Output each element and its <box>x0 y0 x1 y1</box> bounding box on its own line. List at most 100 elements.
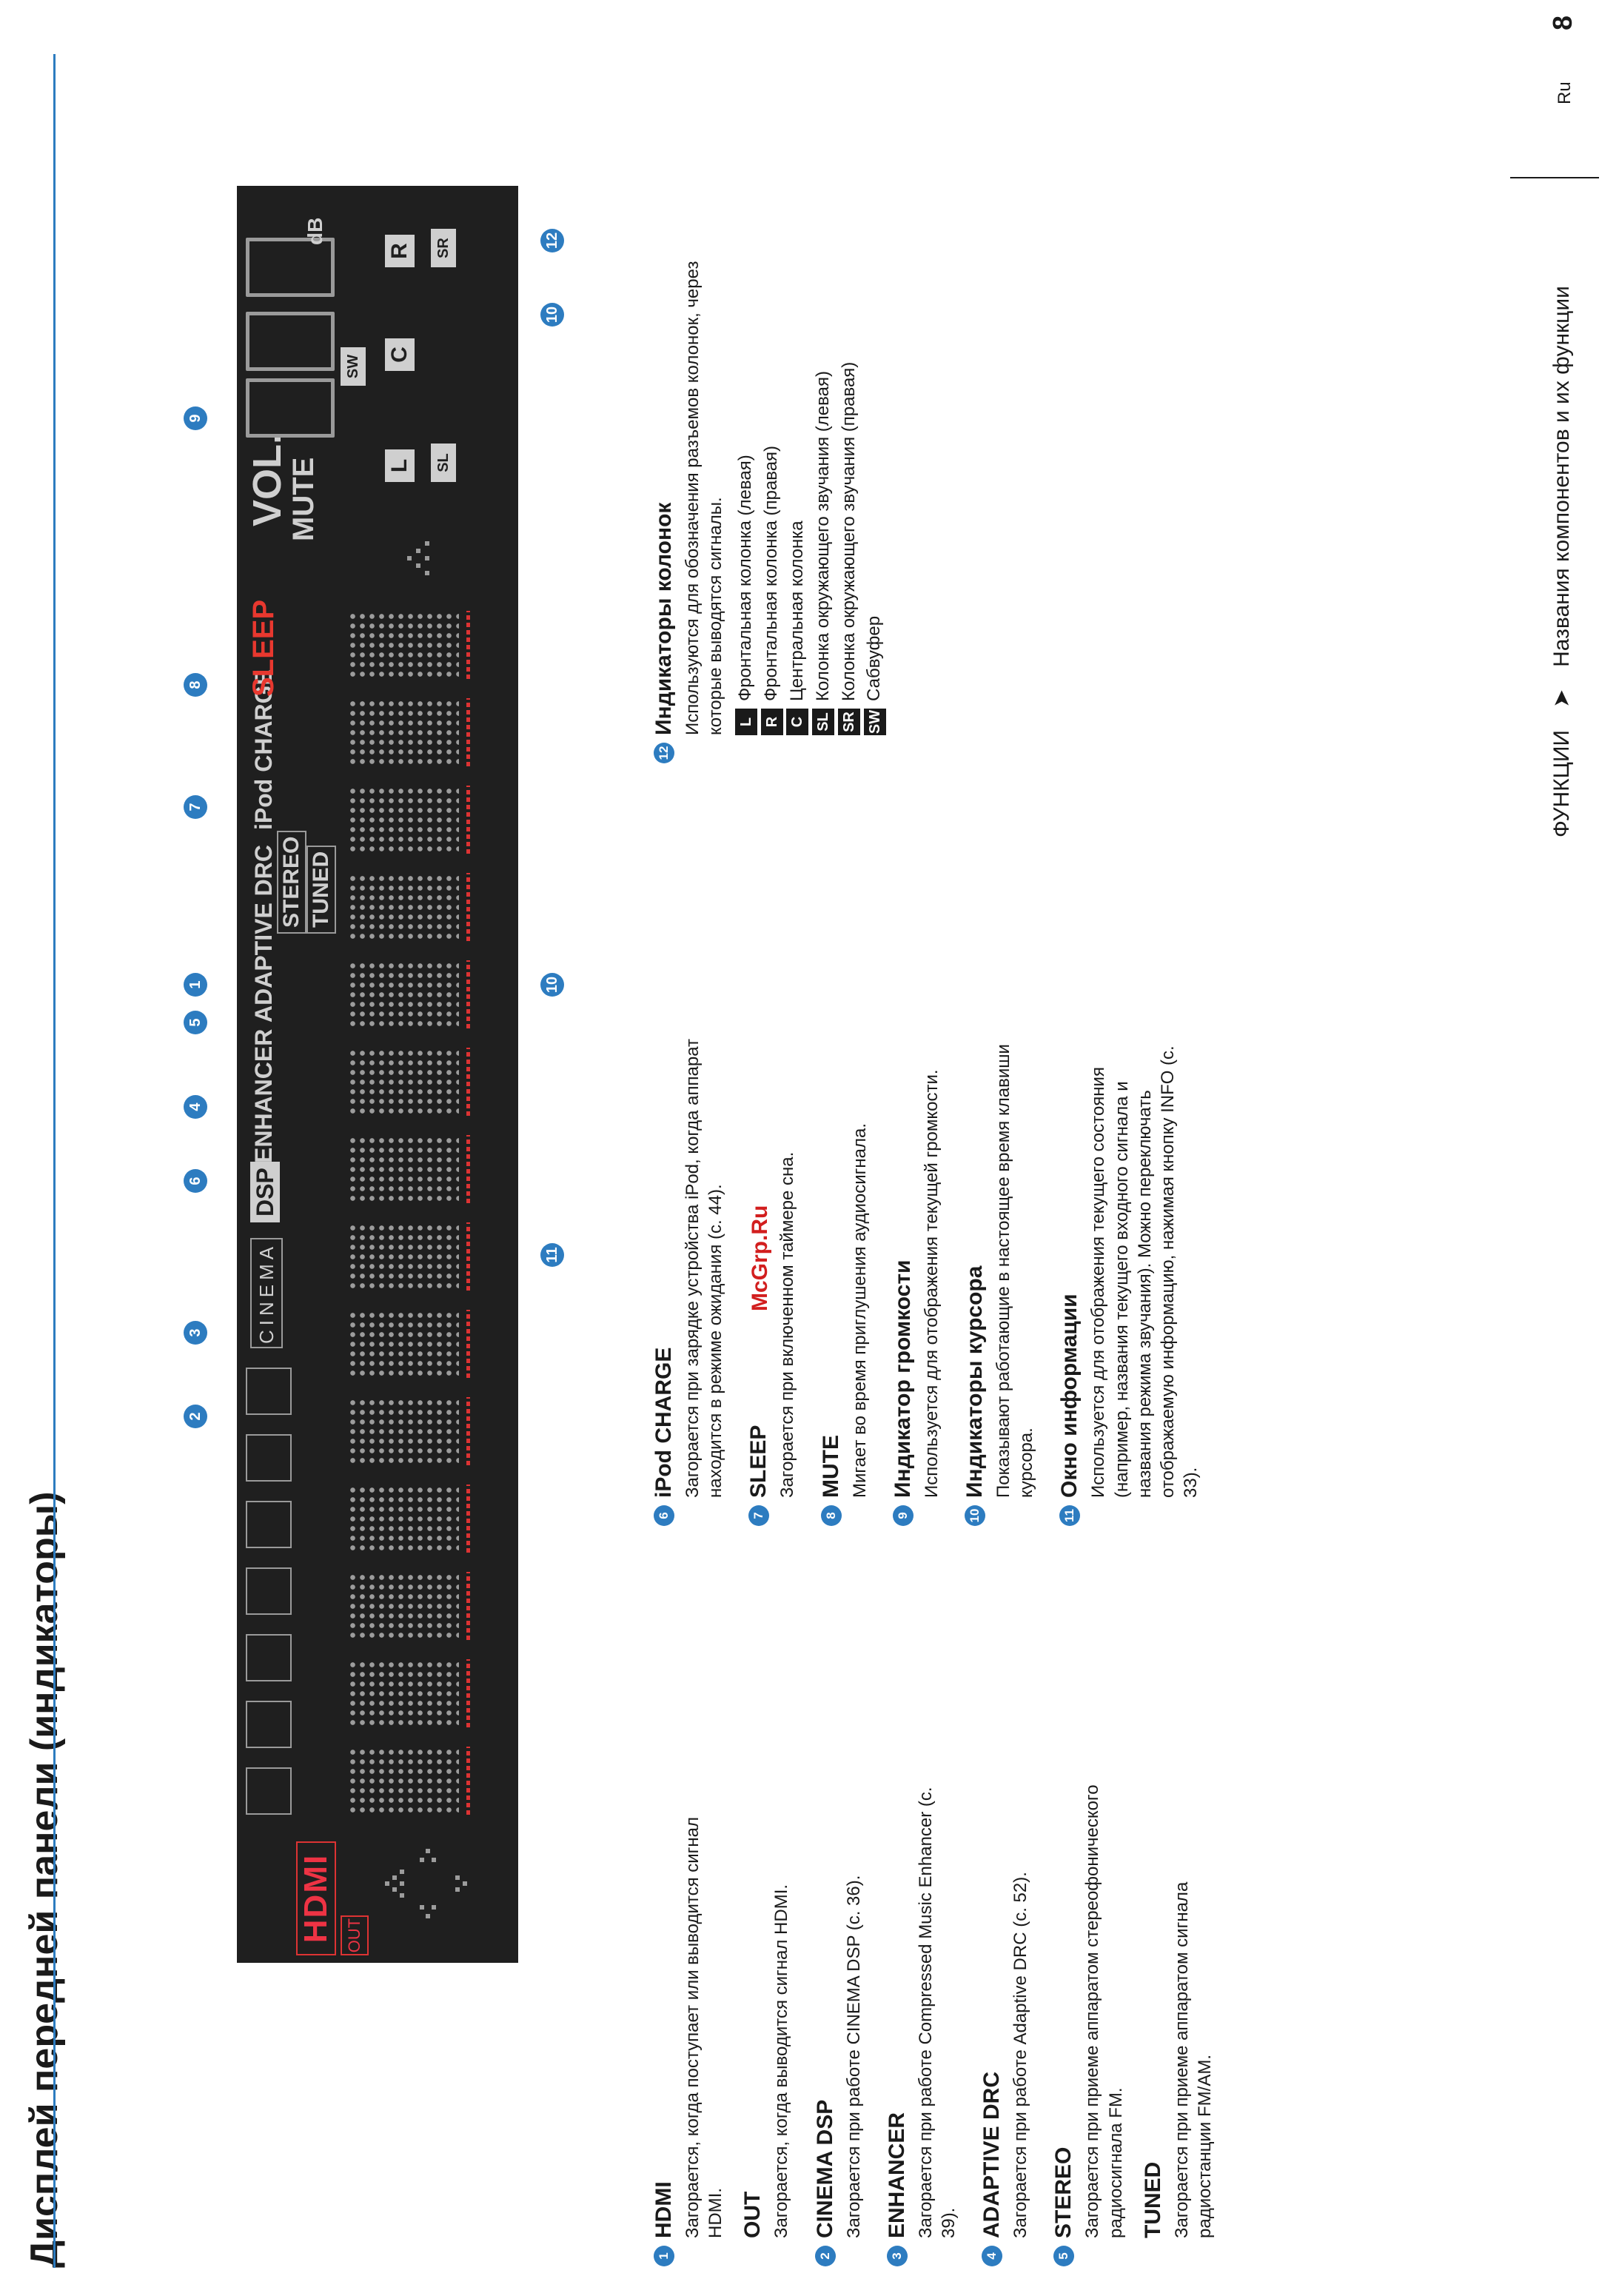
hdmi-indicator: HDMI <box>296 1841 336 1955</box>
footer-divider <box>1510 177 1599 178</box>
item-subtitle: TUNED <box>1140 2161 1165 2238</box>
callout-5: 5 <box>184 1011 207 1034</box>
volume-digit <box>246 238 335 297</box>
dsp-indicator: DSP <box>250 1162 280 1222</box>
speaker-label: Фронтальная колонка (правая) <box>761 445 782 701</box>
callout-7: 7 <box>184 795 207 819</box>
item-title: CINEMA DSP <box>812 2099 837 2238</box>
cursor-indicators-left <box>385 1844 474 1918</box>
callout-10: 10 <box>540 303 564 327</box>
out-indicator: OUT <box>341 1915 369 1955</box>
item-enhancer: 3 ENHANCER Загорается при работе Compress… <box>885 1763 960 2266</box>
item-number: 6 <box>654 1505 674 1526</box>
mute-indicator: MUTE <box>287 457 320 541</box>
item-speakers: 12 Индикаторы колонок Используются для об… <box>651 260 888 763</box>
callout-2: 2 <box>184 1405 207 1428</box>
item-text: Загорается, когда поступает или выводитс… <box>683 1816 726 2238</box>
callout-10: 10 <box>540 973 564 997</box>
sleep-indicator: SLEEP <box>247 599 280 697</box>
speaker-tag: SL <box>812 709 835 735</box>
callout-8: 8 <box>184 673 207 697</box>
callout-4: 4 <box>184 1095 207 1119</box>
page-number: 8 <box>1547 15 1578 30</box>
speaker-label: Центральная колонка <box>786 521 807 701</box>
item-text: Загорается при работе Adaptive DRC (с. 5… <box>1010 1872 1031 2238</box>
volume-digit <box>246 378 335 438</box>
item-number: 12 <box>654 743 674 763</box>
callout-12: 12 <box>540 229 564 252</box>
item-text: Показывают работающие в настоящее время … <box>993 1044 1037 1498</box>
callout-1: 1 <box>184 973 207 997</box>
vol-indicator: VOL. <box>245 432 289 526</box>
column-2: 6 iPod CHARGE Загорается при зарядке устр… <box>651 1023 1221 1526</box>
language-code: Ru <box>1555 81 1575 104</box>
speaker-sr-indicator: SR <box>431 229 456 267</box>
item-title: Индикатор громкости <box>890 1259 915 1498</box>
item-number: 2 <box>814 2246 836 2266</box>
stereo-indicator: STEREO <box>277 830 306 934</box>
speaker-label: Колонка окружающего звучания (правая) <box>838 361 859 701</box>
adaptive-drc-indicator: ADAPTIVE DRC <box>250 844 277 1023</box>
item-title: ENHANCER <box>884 2112 909 2238</box>
item-text: Используется для отображения текущей гро… <box>921 1069 942 1498</box>
item-subtitle: OUT <box>740 2191 765 2238</box>
speaker-c-indicator: C <box>385 338 415 371</box>
enhancer-indicator: ENHANCER <box>250 1028 277 1163</box>
callout-11: 11 <box>540 1243 564 1267</box>
item-text: Загорается при работе CINEMA DSP (с. 36)… <box>843 1875 864 2238</box>
speaker-list-item: SL Колонка окружающего звучания (левая) <box>811 260 837 735</box>
item-text: Мигает во время приглушения аудиосигнала… <box>849 1122 870 1498</box>
item-subtext: Загорается при приеме аппаратом сигнала … <box>1171 1881 1215 2238</box>
callout-6: 6 <box>184 1169 207 1193</box>
page-title: Дисплей передней панели (индикаторы) <box>23 1491 66 2268</box>
item-text: Используются для обозначения разъемов ко… <box>683 261 726 735</box>
cursor-indicators-right <box>407 534 466 578</box>
item-adaptive-drc: 4 ADAPTIVE DRC Загорается при работе Adap… <box>979 1763 1032 2266</box>
column-3: 12 Индикаторы колонок Используются для об… <box>651 260 907 763</box>
item-text: Загорается при включенном таймере сна. <box>777 1151 798 1498</box>
speaker-r-indicator: R <box>385 235 415 267</box>
speaker-label: Сабвуфер <box>864 615 885 701</box>
footer-section: ФУНКЦИИ <box>1549 730 1574 837</box>
item-title: STEREO <box>1051 2146 1076 2238</box>
item-number: 9 <box>892 1505 914 1526</box>
item-number: 3 <box>886 2246 908 2266</box>
item-title: Окно информации <box>1057 1293 1082 1498</box>
item-title: Индикаторы колонок <box>651 502 676 735</box>
item-text: Загорается при зарядке устройства iPod, … <box>683 1038 726 1498</box>
cinema-indicator: CINEMA <box>250 1237 283 1348</box>
item-title: Индикаторы курсора <box>962 1265 987 1498</box>
item-text: Загорается при приеме аппаратом стереофо… <box>1082 1784 1126 2238</box>
speaker-label: Колонка окружающего звучания (левая) <box>812 371 833 701</box>
watermark: McGrp.Ru <box>748 1205 772 1311</box>
item-number: 10 <box>964 1505 985 1526</box>
title-rule <box>53 54 56 2268</box>
item-number: 7 <box>748 1505 770 1526</box>
footer-breadcrumb: ФУНКЦИИ ➤ Названия компонентов и их функ… <box>1549 286 1575 837</box>
item-title: ADAPTIVE DRC <box>979 2071 1005 2238</box>
footer-subsection: Названия компонентов и их функции <box>1549 286 1574 667</box>
item-title: HDMI <box>651 2181 676 2238</box>
item-number: 4 <box>982 2246 1003 2266</box>
item-title: MUTE <box>818 1435 843 1498</box>
item-number: 5 <box>1053 2246 1075 2266</box>
item-text: Загорается при работе Compressed Music E… <box>915 1787 959 2238</box>
item-ipod-charge: 6 iPod CHARGE Загорается при зарядке устр… <box>651 1023 727 1526</box>
item-title: iPod CHARGE <box>651 1347 676 1498</box>
item-subtext: Загорается, когда выводится сигнал HDMI. <box>771 1884 792 2238</box>
front-panel-display: HDMI OUT CINEMA DSP ENHANCER ADAPTIVE DR… <box>237 186 518 1963</box>
speaker-tag: L <box>734 709 757 735</box>
callout-3: 3 <box>184 1321 207 1345</box>
item-title: SLEEP <box>746 1425 771 1498</box>
